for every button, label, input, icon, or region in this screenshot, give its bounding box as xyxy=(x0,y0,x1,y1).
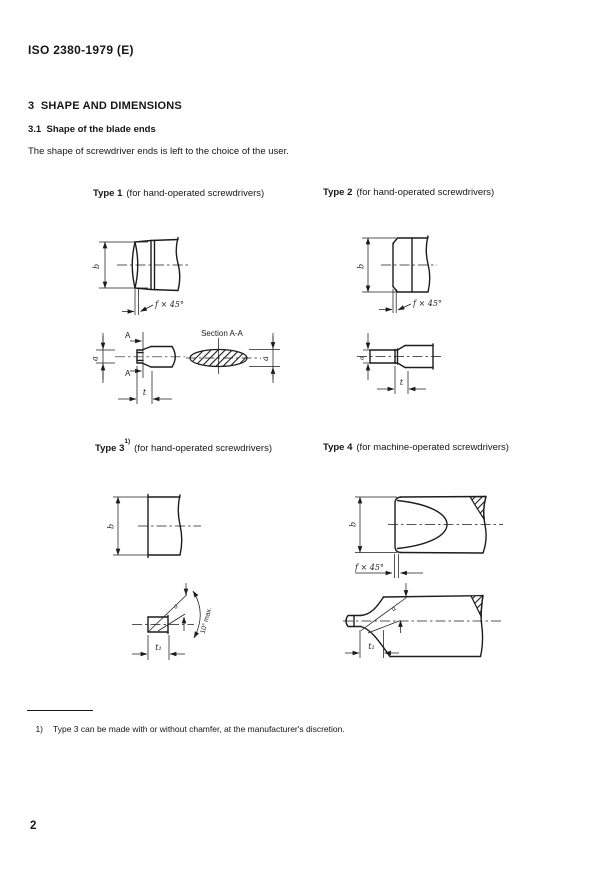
type1-side-view: b f × 45° xyxy=(92,236,188,315)
type3-top-view: a 10° max. t₁ xyxy=(132,583,213,660)
figure-title-type4: Type 4(for machine-operated screwdrivers… xyxy=(323,441,509,453)
dim-b-label: b xyxy=(107,524,116,529)
figure-title-type1: Type 1(for hand-operated screwdrivers) xyxy=(93,187,264,199)
dim-a-label: a xyxy=(390,604,398,613)
hatched-corner-top xyxy=(469,495,487,521)
angle-max-label: 10° max. xyxy=(199,606,214,634)
figure-title-type3: Type 31)(for hand-operated screwdrivers) xyxy=(95,438,272,455)
type2-top-view: a t xyxy=(357,333,441,394)
type4-technical-drawing: b f × 45° xyxy=(343,495,503,658)
dim-t-label: t xyxy=(400,378,404,387)
type2-desc: (for hand-operated screwdrivers) xyxy=(356,187,495,199)
footnote-rule xyxy=(27,710,93,711)
intro-text: The shape of screwdriver ends is left to… xyxy=(28,146,289,157)
page-number: 2 xyxy=(30,820,37,832)
type3-desc: (for hand-operated screwdrivers) xyxy=(134,443,272,455)
dim-t1-label: t₁ xyxy=(155,643,161,652)
dim-b-label: b xyxy=(349,522,358,527)
type3-side-view: b xyxy=(107,493,201,559)
section-heading: 3 SHAPE AND DIMENSIONS xyxy=(28,100,182,112)
hatched-corner-bottom xyxy=(470,594,484,618)
dim-b-label: b xyxy=(357,264,366,269)
type4-name: Type 4 xyxy=(323,442,353,454)
dim-chamfer-label: f × 45° xyxy=(412,299,442,308)
type1-top-view: A A a Section A-A xyxy=(91,329,280,404)
type2-name: Type 2 xyxy=(323,187,353,199)
dim-a-left-label: a xyxy=(91,356,100,361)
dim-t-label: t xyxy=(143,388,147,397)
dim-b-label: b xyxy=(92,264,101,269)
footnote: 1) Type 3 can be made with or without cha… xyxy=(26,714,345,744)
dim-chamfer-label: f × 45° xyxy=(354,563,384,572)
type1-name: Type 1 xyxy=(93,188,123,200)
type2-technical-drawing: b f × 45° xyxy=(357,235,442,394)
type4-desc: (for machine-operated screwdrivers) xyxy=(356,442,509,454)
type2-side-view: b f × 45° xyxy=(357,235,442,313)
subsection-heading: 3.1 Shape of the blade ends xyxy=(28,124,156,135)
dim-chamfer-label: f × 45° xyxy=(154,300,184,309)
type1-desc: (for hand-operated screwdrivers) xyxy=(126,188,265,200)
figure-title-type2: Type 2(for hand-operated screwdrivers) xyxy=(323,186,494,198)
type3-footnote-ref: 1) xyxy=(124,438,131,445)
dim-a-label: a xyxy=(171,602,179,611)
dim-a-label: a xyxy=(358,356,366,360)
type4-side-view: b f × 45° xyxy=(349,495,503,578)
dim-t1-label: t₁ xyxy=(368,642,374,651)
section-marker-bottom: A xyxy=(125,369,131,378)
section-aa-title: Section A-A xyxy=(201,329,243,338)
footnote-text: Type 3 can be made with or without chamf… xyxy=(53,724,345,734)
type3-technical-drawing: b a 10° max. t₁ xyxy=(107,493,213,660)
section-marker-top: A xyxy=(125,331,131,340)
type3-name: Type 3 xyxy=(95,443,125,455)
standard-reference: ISO 2380-1979 (E) xyxy=(28,43,134,57)
dim-a-right-label: a xyxy=(261,356,270,361)
type1-technical-drawing: b f × 45° A A a xyxy=(91,236,280,404)
footnote-marker: 1) xyxy=(35,724,44,734)
type4-top-view: a t₁ xyxy=(343,583,501,658)
